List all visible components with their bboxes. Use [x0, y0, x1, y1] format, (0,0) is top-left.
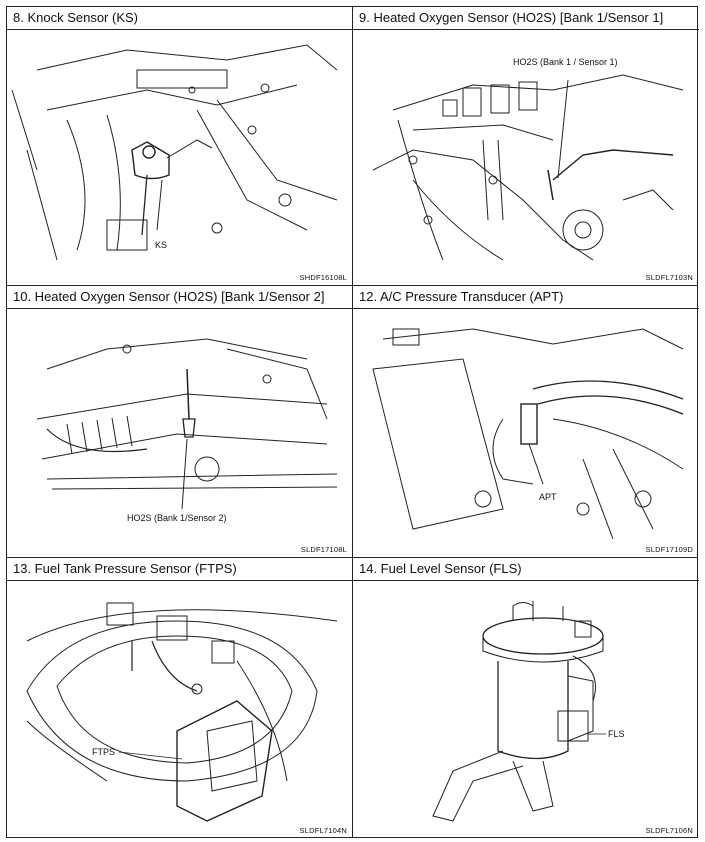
panel-title: 13. Fuel Tank Pressure Sensor (FTPS) [7, 558, 353, 581]
figure-code: SLDFL7106N [645, 826, 693, 835]
figure-code: SLDFL7104N [299, 826, 347, 835]
panel-fuel-tank-pressure-sensor: 13. Fuel Tank Pressure Sensor (FTPS) FTP… [7, 558, 353, 839]
knock-sensor-illustration [7, 30, 353, 272]
figure-code: SLDFL7103N [645, 273, 693, 282]
ho2s-sensor1-illustration [353, 30, 699, 272]
apt-illustration [353, 309, 699, 544]
panel-ho2s-bank1-sensor2: 10. Heated Oxygen Sensor (HO2S) [Bank 1/… [7, 286, 353, 558]
panel-title: 8. Knock Sensor (KS) [7, 7, 353, 30]
panel-ac-pressure-transducer: 12. A/C Pressure Transducer (APT) APT SL… [353, 286, 699, 558]
ho2s-sensor2-callout: HO2S (Bank 1/Sensor 2) [127, 513, 227, 523]
figure-code: SLDF17109D [645, 545, 693, 554]
panel-knock-sensor: 8. Knock Sensor (KS) KS SHDF1 [7, 7, 353, 286]
figure-code: SLDF17108L [300, 545, 347, 554]
panel-fuel-level-sensor: 14. Fuel Level Sensor (FLS) FLS SLDFL710… [353, 558, 699, 839]
figure-code: SHDF16108L [299, 273, 347, 282]
row-divider-1 [7, 285, 697, 286]
panel-title: 14. Fuel Level Sensor (FLS) [353, 558, 699, 581]
ks-callout: KS [155, 240, 167, 250]
sensor-location-table: 8. Knock Sensor (KS) KS SHDF1 [6, 6, 699, 839]
panel-title: 9. Heated Oxygen Sensor (HO2S) [Bank 1/S… [353, 7, 699, 30]
ho2s-sensor2-illustration [7, 309, 353, 544]
column-divider [352, 7, 353, 837]
ho2s-sensor1-callout: HO2S (Bank 1 / Sensor 1) [513, 57, 618, 67]
row-divider-2 [7, 557, 697, 558]
fls-callout: FLS [608, 729, 625, 739]
panel-title: 10. Heated Oxygen Sensor (HO2S) [Bank 1/… [7, 286, 353, 309]
panel-title: 12. A/C Pressure Transducer (APT) [353, 286, 699, 309]
apt-callout: APT [539, 492, 557, 502]
panel-ho2s-bank1-sensor1: 9. Heated Oxygen Sensor (HO2S) [Bank 1/S… [353, 7, 699, 286]
ftps-callout: FTPS [92, 747, 115, 757]
fls-illustration [353, 581, 699, 825]
